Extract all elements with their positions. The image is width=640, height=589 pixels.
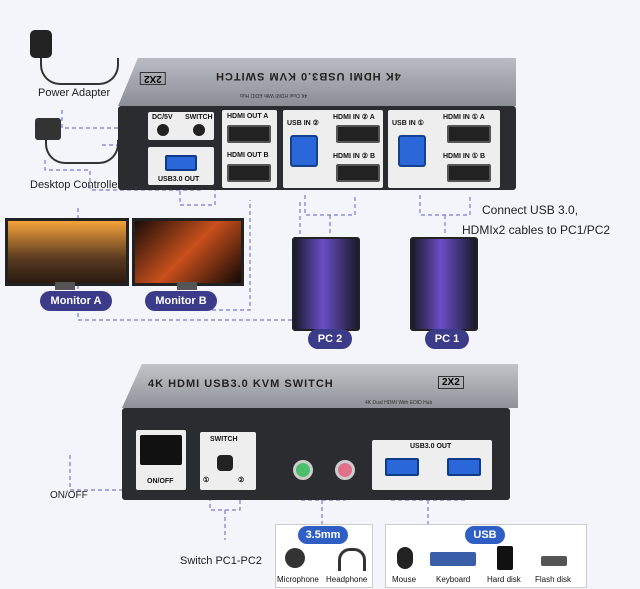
- connect-note-line2: HDMIx2 cables to PC1/PC2: [462, 223, 610, 237]
- bottom-kvm-title: 4K HDMI USB3.0 KVM SWITCH: [148, 378, 334, 390]
- mouse-label: Mouse: [392, 575, 416, 584]
- headphone-label: Headphone: [326, 575, 367, 584]
- hdmi-out-a-label: HDMI OUT A: [227, 113, 268, 120]
- monitor-b-stand: [177, 282, 197, 290]
- top-kvm-model-badge: 2X2: [140, 72, 166, 85]
- headphone-icon: [338, 548, 366, 571]
- on-off-label: ON/OFF: [50, 490, 88, 501]
- hdmi-in-2b-label: HDMI IN ② B: [333, 152, 375, 160]
- dc-jack: [157, 124, 169, 136]
- mic-jack: [335, 460, 355, 480]
- hdmi-in-1a-label: HDMI IN ① A: [443, 113, 485, 121]
- bottom-usb-port-2: [447, 458, 481, 476]
- flash-disk-label: Flash disk: [535, 575, 571, 584]
- bottom-on-off-label: ON/OFF: [147, 478, 173, 485]
- switch-pc-label: Switch PC1-PC2: [180, 555, 262, 567]
- power-cable-icon: [40, 58, 119, 85]
- usb30-out-port: [165, 155, 197, 171]
- top-kvm-subtitle: 4K Dual HDMI With EDID Hub: [240, 92, 307, 98]
- desktop-controller-label: Desktop Controller: [30, 179, 121, 191]
- power-adapter-icon: [30, 30, 52, 58]
- headphone-jack: [293, 460, 313, 480]
- top-kvm-title: 4K HDMI USB3.0 KVM SWITCH: [215, 70, 401, 82]
- bottom-kvm-subtitle: 4K Dual HDMI With EDID Hub: [365, 400, 432, 406]
- switch-jack: [193, 124, 205, 136]
- switch-button[interactable]: [217, 455, 233, 471]
- monitor-b-badge: Monitor B: [145, 291, 217, 311]
- hdmi-out-b-port: [227, 164, 271, 182]
- usb-group-badge: USB: [465, 526, 505, 544]
- usb-in-1-label: USB IN ①: [392, 119, 424, 127]
- usb30-out-label: USB3.0 OUT: [158, 176, 199, 183]
- switch-port-label: SWITCH: [185, 114, 213, 121]
- flash-disk-icon: [541, 556, 567, 566]
- usb-in-2-port: [290, 135, 318, 167]
- pc1-icon: [410, 237, 478, 331]
- hdmi-in-2b-port: [336, 164, 380, 182]
- monitor-b-icon: [132, 218, 244, 286]
- hdmi-out-a-port: [227, 125, 271, 143]
- switch-1-label: ①: [203, 476, 209, 484]
- hdmi-in-2a-label: HDMI IN ② A: [333, 113, 375, 121]
- microphone-label: Microphone: [277, 575, 319, 584]
- mouse-icon: [397, 547, 413, 569]
- usb-in-1-port: [398, 135, 426, 167]
- hdmi-out-b-label: HDMI OUT B: [227, 152, 269, 159]
- hdmi-in-2a-port: [336, 125, 380, 143]
- hard-disk-label: Hard disk: [487, 575, 521, 584]
- monitor-a-icon: [5, 218, 129, 286]
- audio-group-badge: 3.5mm: [298, 526, 348, 544]
- switch-2-label: ②: [238, 476, 244, 484]
- desktop-controller-icon: [35, 118, 61, 140]
- pc1-badge: PC 1: [425, 329, 469, 349]
- dc-port-label: DC/5V: [152, 114, 173, 121]
- keyboard-icon: [430, 552, 476, 566]
- bottom-usb30-out-label: USB3.0 OUT: [410, 443, 451, 450]
- monitor-a-badge: Monitor A: [40, 291, 112, 311]
- bottom-usb-port-1: [385, 458, 419, 476]
- power-rocker-switch[interactable]: [140, 435, 182, 465]
- controller-cable-icon: [45, 140, 119, 164]
- hdmi-in-1b-label: HDMI IN ① B: [443, 152, 485, 160]
- connect-note-line1: Connect USB 3.0,: [482, 203, 578, 217]
- monitor-a-stand: [55, 282, 75, 290]
- bottom-kvm-model-badge: 2X2: [438, 376, 464, 389]
- microphone-icon: [285, 548, 305, 568]
- pc2-badge: PC 2: [308, 329, 352, 349]
- hdmi-in-1a-port: [447, 125, 491, 143]
- hard-disk-icon: [497, 546, 513, 570]
- hdmi-in-1b-port: [447, 164, 491, 182]
- keyboard-label: Keyboard: [436, 575, 470, 584]
- bottom-switch-label: SWITCH: [210, 436, 238, 443]
- pc2-icon: [292, 237, 360, 331]
- power-adapter-label: Power Adapter: [38, 87, 110, 99]
- usb-in-2-label: USB IN ②: [287, 119, 319, 127]
- top-kvm-top-face: [118, 58, 516, 106]
